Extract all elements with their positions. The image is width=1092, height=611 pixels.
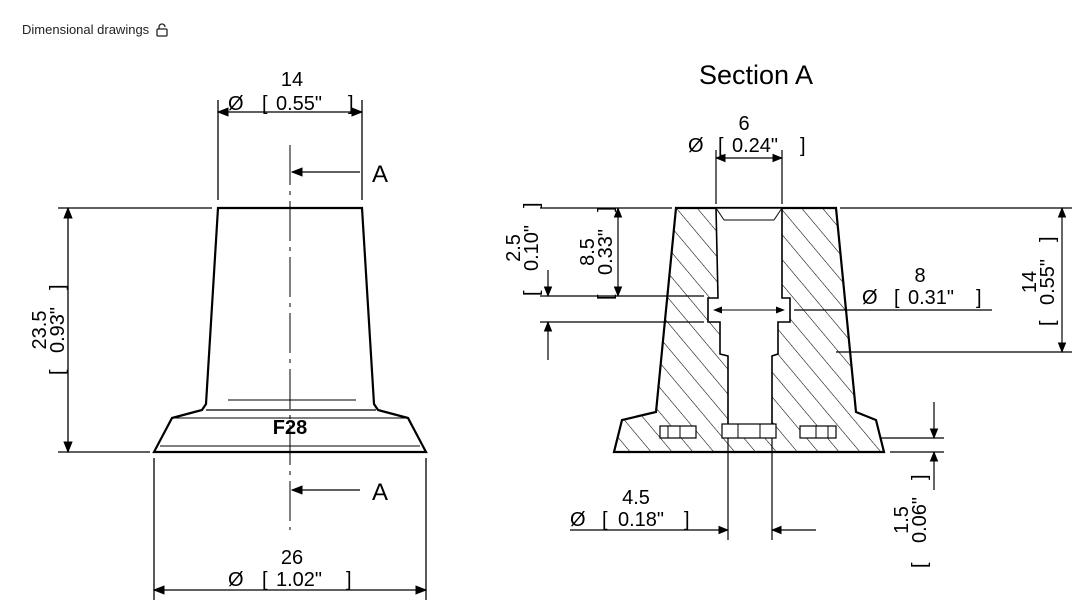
svg-text:]: ] xyxy=(1037,236,1059,242)
svg-text:[: [ xyxy=(595,294,617,300)
diameter-symbol: Ø xyxy=(228,93,244,115)
section-marker-bottom: A xyxy=(372,479,388,506)
header-title: Dimensional drawings xyxy=(22,22,150,37)
front-view xyxy=(58,100,428,600)
front-top-diameter-inch: 0.55" xyxy=(276,93,322,115)
section-marker-top: A xyxy=(372,161,388,188)
front-base-diameter-inch: 1.02" xyxy=(276,569,322,591)
drawing-header: Dimensional drawings xyxy=(22,22,169,37)
front-height-label: 23.5 [ 0.93" ] xyxy=(29,284,69,375)
section-base-thickness-label: 1.5 [ 0.06" ] xyxy=(891,474,931,568)
section-groove-diameter-inch: 0.31" xyxy=(908,287,954,309)
section-title: Section A xyxy=(699,60,813,90)
section-groove-depth-label: 8.5 [ 0.33" ] xyxy=(577,206,617,300)
section-groove-diameter-mm: 8 xyxy=(914,265,925,287)
svg-text:]: ] xyxy=(521,202,543,208)
svg-text:[: [ xyxy=(602,509,608,531)
svg-text:]: ] xyxy=(800,135,806,157)
svg-text:]: ] xyxy=(47,284,69,290)
section-groove-depth-inch: 0.33" xyxy=(595,229,617,275)
section-height-mm: 14 xyxy=(1019,271,1041,293)
knob-outline xyxy=(152,206,428,454)
svg-text:[: [ xyxy=(909,562,931,568)
svg-text:[: [ xyxy=(718,135,724,157)
section-view xyxy=(612,206,886,454)
svg-text:]: ] xyxy=(348,93,354,115)
svg-text:[: [ xyxy=(47,369,69,375)
svg-text:[: [ xyxy=(262,93,268,115)
front-height-mm: 23.5 xyxy=(29,311,51,350)
front-base-diameter-mm: 26 xyxy=(281,547,303,569)
svg-text:[: [ xyxy=(521,290,543,296)
section-bore-diameter-inch: 0.24" xyxy=(732,135,778,157)
svg-text:]: ] xyxy=(909,474,931,480)
svg-text:[: [ xyxy=(894,287,900,309)
section-groove-depth-mm: 8.5 xyxy=(577,238,599,266)
svg-text:]: ] xyxy=(346,569,352,591)
front-height-inch: 0.93" xyxy=(47,307,69,353)
svg-text:]: ] xyxy=(976,287,982,309)
diameter-symbol: Ø xyxy=(688,135,704,157)
section-top-offset-inch: 0.10" xyxy=(521,225,543,271)
front-top-diameter-mm: 14 xyxy=(281,69,303,91)
section-shaft-diameter-mm: 4.5 xyxy=(622,487,650,509)
diameter-symbol: Ø xyxy=(228,569,244,591)
section-dimensions xyxy=(540,150,1072,540)
section-base-thickness-mm: 1.5 xyxy=(891,506,913,534)
svg-text:]: ] xyxy=(684,509,690,531)
section-height-label: 14 [ 0.55" ] xyxy=(1019,236,1059,326)
svg-text:[: [ xyxy=(262,569,268,591)
section-bore-diameter-mm: 6 xyxy=(738,113,749,135)
section-base-thickness-inch: 0.06" xyxy=(909,497,931,543)
diameter-symbol: Ø xyxy=(862,287,878,309)
lock-icon xyxy=(156,22,168,37)
section-top-offset-label: 2.5 [ 0.10" ] xyxy=(503,202,543,296)
diameter-symbol: Ø xyxy=(570,509,586,531)
svg-text:]: ] xyxy=(595,206,617,212)
section-shaft-diameter-inch: 0.18" xyxy=(618,509,664,531)
section-top-offset-mm: 2.5 xyxy=(503,234,525,262)
part-label: F28 xyxy=(273,417,307,439)
svg-text:[: [ xyxy=(1037,320,1059,326)
section-height-inch: 0.55" xyxy=(1037,259,1059,305)
